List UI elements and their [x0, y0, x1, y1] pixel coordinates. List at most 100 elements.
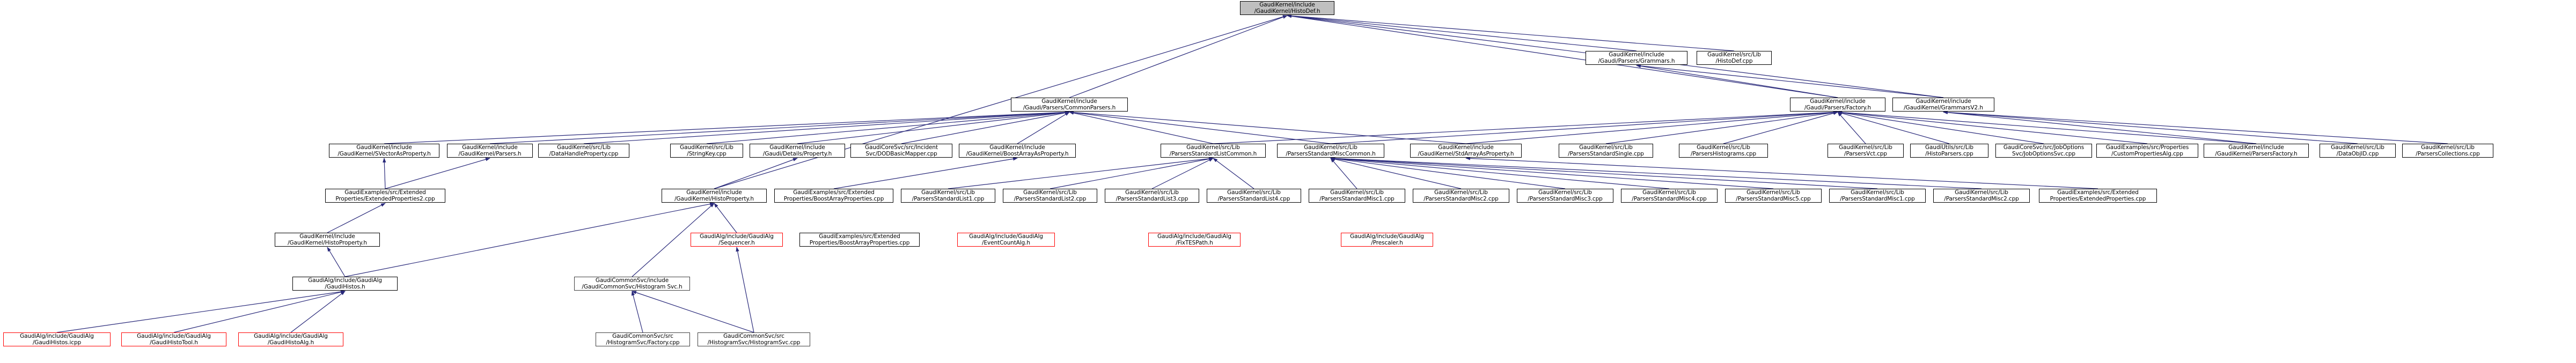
- graph-node[interactable]: GaudiKernel/include/Gaudi/Parsers/Gramma…: [1586, 51, 1687, 65]
- graph-node[interactable]: GaudiKernel/include/Gaudi/Parsers/Factor…: [1790, 98, 1885, 112]
- node-label-line1: GaudiKernel/include: [686, 189, 742, 196]
- node-label-line1: GaudiKernel/src/Lib: [2331, 144, 2384, 151]
- graph-edge: [1213, 110, 1838, 144]
- node-label-line1: GaudiKernel/src/Lib: [557, 144, 611, 151]
- graph-node[interactable]: GaudiAlg/include/GaudiAlg/Prescaler.h: [1341, 233, 1433, 247]
- graph-edge: [1151, 158, 1214, 189]
- graph-edge: [583, 110, 1070, 144]
- graph-edge: [1330, 157, 1670, 189]
- graph-edge: [948, 157, 1214, 189]
- graph-node[interactable]: GaudiKernel/src/Lib/ParsersStandardMisc1…: [1309, 189, 1405, 203]
- graph-edge: [1943, 110, 2448, 144]
- graph-node-root[interactable]: GaudiKernel/include/GaudiKernel/HistoDef…: [1240, 1, 1334, 15]
- graph-node[interactable]: GaudiKernel/src/Lib/ParsersStandardList3…: [1105, 189, 1199, 203]
- node-label-line2: /ParsersStandardMisc4.cpp: [1632, 196, 1707, 202]
- graph-node[interactable]: GaudiAlg/include/GaudiAlg/Sequencer.h: [691, 233, 783, 247]
- graph-edge: [714, 203, 737, 233]
- graph-edge: [1943, 110, 2257, 144]
- graph-edge: [1837, 110, 2257, 144]
- graph-node[interactable]: GaudiKernel/src/Lib/ParsersStandardList2…: [1003, 189, 1097, 203]
- graph-edge: [706, 110, 1070, 144]
- graph-edge: [1837, 112, 1950, 144]
- graph-node[interactable]: GaudiKernel/src/Lib/ParsersHistograms.cp…: [1679, 144, 1768, 158]
- node-label-line1: GaudiKernel/src/Lib: [1955, 189, 2008, 196]
- graph-node[interactable]: GaudiKernel/include/GaudiKernel/Grammars…: [1892, 98, 1994, 112]
- graph-node[interactable]: GaudiKernel/include/Gaudi/Details/Proper…: [750, 144, 845, 158]
- node-label-line1: GaudiAlg/include/GaudiAlg: [20, 332, 94, 339]
- node-label-line1: GaudiKernel/include: [1916, 98, 1971, 105]
- graph-node[interactable]: GaudiKernel/include/GaudiKernel/StdArray…: [1410, 144, 1522, 158]
- graph-node[interactable]: GaudiKernel/include/Gaudi/Parsers/Common…: [1011, 98, 1128, 112]
- graph-node[interactable]: GaudiKernel/src/Lib/DataObjID.cpp: [2320, 144, 2396, 158]
- graph-node[interactable]: GaudiUtils/src/Lib/HistoParsers.cpp: [1910, 144, 1988, 158]
- graph-node[interactable]: GaudiKernel/include/GaudiKernel/HistoPro…: [662, 189, 767, 203]
- graph-edge: [1330, 157, 1878, 189]
- graph-node[interactable]: GaudiKernel/src/Lib/ParsersStandardList1…: [901, 189, 995, 203]
- graph-node[interactable]: GaudiCommonSvc/include/GaudiCommonSvc/Hi…: [574, 277, 690, 291]
- graph-node[interactable]: GaudiKernel/src/Lib/ParsersStandardMisc3…: [1517, 189, 1613, 203]
- graph-node[interactable]: GaudiKernel/src/Lib/ParsersStandardMisc2…: [1413, 189, 1509, 203]
- node-label-line1: GaudiKernel/include: [299, 233, 355, 240]
- graph-edge: [1069, 111, 1214, 144]
- node-label-line1: GaudiKernel/src/Lib: [1642, 189, 1696, 196]
- graph-node[interactable]: GaudiAlg/include/GaudiAlg/EventCountAlg.…: [957, 233, 1055, 247]
- graph-node[interactable]: GaudiKernel/include/GaudiKernel/SVectorA…: [329, 144, 439, 158]
- graph-node[interactable]: GaudiKernel/include/GaudiKernel/Parsers.…: [447, 144, 533, 158]
- graph-node[interactable]: GaudiKernel/src/Lib/ParsersStandardMisc2…: [1933, 189, 2030, 203]
- graph-node[interactable]: GaudiExamples/src/Properties/CustomPrope…: [2096, 144, 2198, 158]
- node-label-line2: /EventCountAlg.h: [982, 240, 1030, 246]
- graph-node[interactable]: GaudiKernel/src/Lib/HistoDef.cpp: [1697, 51, 1772, 65]
- node-label-line1: GaudiCommonSvc/include: [595, 277, 669, 284]
- graph-edge: [714, 158, 798, 189]
- graph-node[interactable]: GaudiKernel/include/GaudiKernel/ParsersF…: [2204, 144, 2309, 158]
- graph-edge: [56, 290, 346, 333]
- graph-node[interactable]: GaudiKernel/include/GaudiKernel/HistoPro…: [275, 233, 380, 247]
- node-label-line2: /GaudiHistos.h: [325, 284, 365, 290]
- graph-node[interactable]: GaudiAlg/include/GaudiAlg/GaudiHistoAlg.…: [238, 332, 343, 346]
- node-label-line2: /GaudiKernel/SVectorAsProperty.h: [337, 151, 431, 157]
- graph-node[interactable]: GaudiKernel/src/Lib/ParsersCollections.c…: [2402, 144, 2493, 158]
- graph-node[interactable]: GaudiKernel/src/Lib/ParsersStandardMisc1…: [1829, 189, 1926, 203]
- node-label-line1: GaudiKernel/include: [462, 144, 518, 151]
- node-label-line2: /Prescaler.h: [1371, 240, 1403, 246]
- graph-node[interactable]: GaudiAlg/include/GaudiAlg/GaudiHistos.ic…: [3, 332, 111, 346]
- graph-edge: [173, 290, 346, 333]
- graph-node[interactable]: GaudiKernel/src/Lib/ParsersStandardMiscC…: [1277, 144, 1384, 158]
- graph-node[interactable]: GaudiAlg/include/GaudiAlg/GaudiHistos.h: [292, 277, 398, 291]
- graph-node[interactable]: GaudiAlg/include/GaudiAlg/GaudiHistoTool…: [121, 332, 226, 346]
- node-label-line2: /CustomPropertiesAlg.cpp: [2111, 151, 2183, 157]
- graph-node[interactable]: GaudiKernel/src/Lib/StringKey.cpp: [670, 144, 743, 158]
- node-label-line2: /GaudiHistos.icpp: [32, 339, 82, 346]
- node-label-line1: GaudiKernel/src/Lib: [1186, 144, 1240, 151]
- graph-edge: [1330, 110, 1838, 144]
- node-label-line1: GaudiAlg/include/GaudiAlg: [137, 332, 211, 339]
- graph-node[interactable]: GaudiKernel/src/Lib/DataHandleProperty.c…: [538, 144, 629, 158]
- graph-edge: [385, 158, 490, 189]
- graph-node[interactable]: GaudiKernel/src/Lib/ParsersStandardList4…: [1207, 189, 1301, 203]
- node-label-line1: GaudiKernel/src/Lib: [1023, 189, 1077, 196]
- graph-node[interactable]: GaudiKernel/src/Lib/ParsersVct.cpp: [1828, 144, 1904, 158]
- graph-node[interactable]: GaudiKernel/src/Lib/ParsersStandardListC…: [1161, 144, 1266, 158]
- graph-node[interactable]: GaudiKernel/src/Lib/ParsersStandardMisc4…: [1621, 189, 1718, 203]
- node-label-line2: Properties/BoostArrayProperties.cpp: [783, 196, 884, 202]
- graph-node[interactable]: GaudiCommonSvc/src/HistogramSvc/Factory.…: [596, 332, 690, 346]
- graph-node[interactable]: GaudiCommonSvc/src/HistogramSvc/Histogra…: [698, 332, 810, 346]
- graph-node[interactable]: GaudiAlg/include/GaudiAlg/FixTESPath.h: [1148, 233, 1241, 247]
- graph-edge: [489, 110, 1070, 144]
- graph-node[interactable]: GaudiKernel/src/Lib/ParsersStandardSingl…: [1559, 144, 1653, 158]
- graph-edge: [1069, 15, 1288, 98]
- node-label-line1: GaudiKernel/src/Lib: [1579, 144, 1633, 151]
- node-label-line1: GaudiExamples/src/Extended: [344, 189, 426, 196]
- node-label-line2: /GaudiKernel/BoostArrayAsProperty.h: [966, 151, 1069, 157]
- node-label-line2: Properties/BoostArrayProperties.cpp: [809, 240, 910, 246]
- graph-node[interactable]: GaudiKernel/src/Lib/ParsersStandardMisc5…: [1725, 189, 1822, 203]
- graph-node[interactable]: GaudiKernel/include/GaudiKernel/BoostArr…: [959, 144, 1076, 158]
